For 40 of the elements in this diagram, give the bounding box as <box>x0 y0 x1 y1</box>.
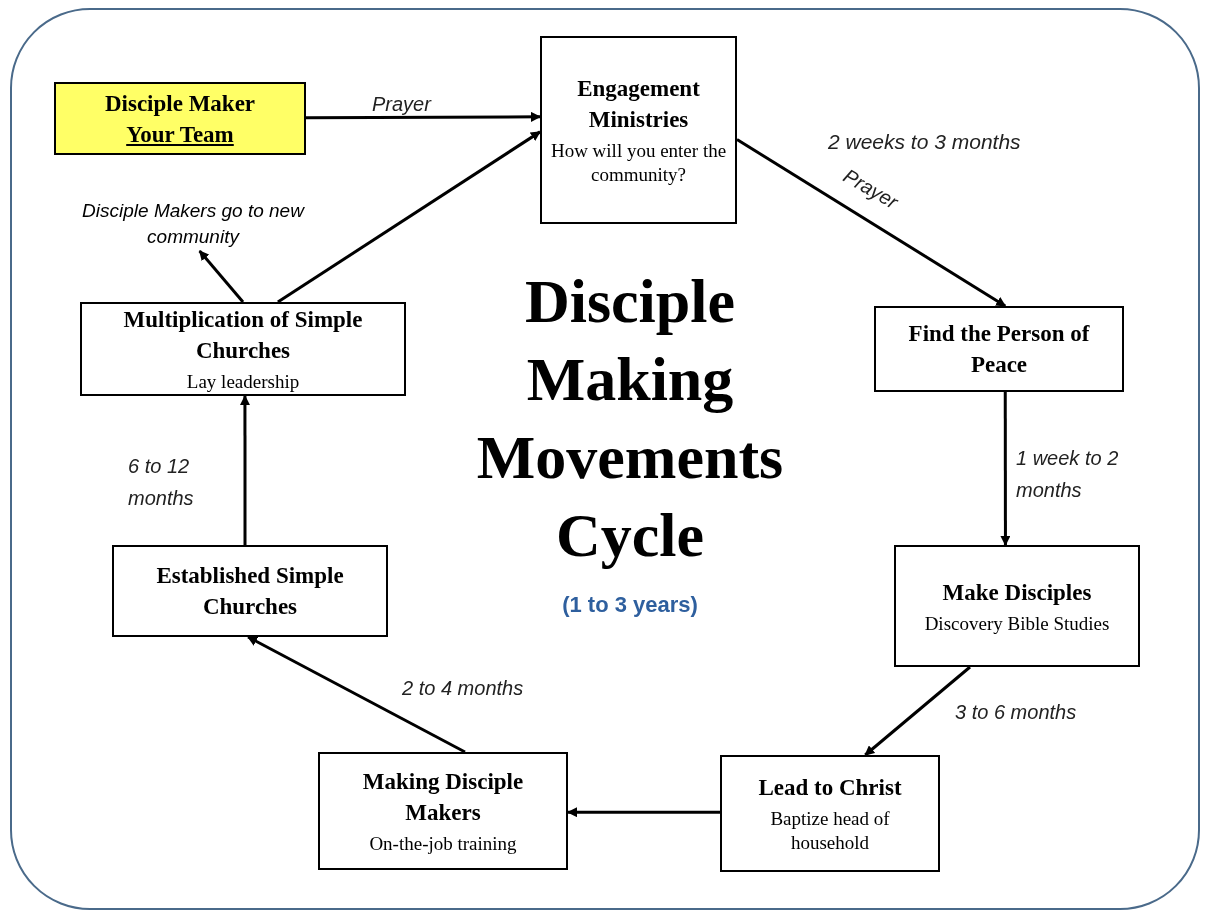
box-subtext: Discovery Bible Studies <box>924 611 1110 636</box>
edge-label: Prayer <box>372 92 433 117</box>
process-box <box>540 36 737 224</box>
box-heading: Find the Person of Peace <box>907 320 1091 379</box>
box-heading: Engagement Ministries <box>576 75 701 134</box>
arrow <box>567 807 720 818</box>
process-box <box>80 302 406 396</box>
arrow <box>198 250 245 303</box>
edge-label: 3 to 6 months <box>955 700 1078 725</box>
process-box <box>54 82 306 155</box>
edge-label: 1 week to 2 months <box>1016 446 1120 503</box>
box-heading: Making Disciple Makers <box>361 768 525 827</box>
arrow <box>306 111 541 122</box>
arrow <box>1000 392 1011 546</box>
duration-label: 2 weeks to 3 months <box>828 129 1022 155</box>
note-text: Disciple Makers go to new community <box>82 199 304 249</box>
process-box <box>112 545 388 637</box>
process-box <box>318 752 568 870</box>
box-subtext: On-the-job training <box>369 832 517 856</box>
box-heading: Your Team <box>126 120 234 149</box>
box-subtext: Baptize head of household <box>769 807 891 855</box>
box-heading: Established Simple Churches <box>155 562 345 621</box>
box-subtext: How will you enter the community? <box>550 139 727 187</box>
box-heading: Make Disciples <box>942 578 1092 607</box>
arrow <box>247 635 466 754</box>
process-box <box>874 306 1124 392</box>
box-heading: Disciple Maker <box>104 89 256 118</box>
arrow <box>736 138 1007 308</box>
box-subtext: Lay leadership <box>186 370 300 394</box>
arrow <box>239 395 250 545</box>
process-box <box>720 755 940 872</box>
diagram-title: Disciple Making Movements Cycle <box>475 266 785 571</box>
arrow <box>277 130 541 304</box>
process-box <box>894 545 1140 667</box>
duration-label: (1 to 3 years) <box>561 591 699 619</box>
arrow <box>864 665 971 757</box>
edge-label: 2 to 4 months <box>402 676 525 701</box>
box-heading: Lead to Christ <box>758 774 902 802</box>
edge-label: 6 to 12 months <box>128 454 195 511</box>
box-heading: Multiplication of Simple Churches <box>122 306 364 365</box>
